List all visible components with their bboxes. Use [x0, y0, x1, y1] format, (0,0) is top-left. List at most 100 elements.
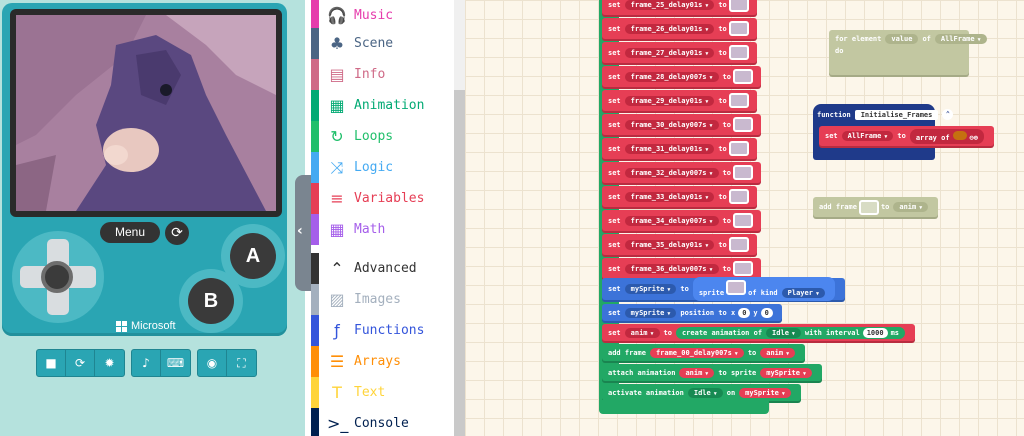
toolbox-collapse-handle[interactable]: ‹	[295, 175, 311, 291]
function-name-input[interactable]: Initialise_Frames	[854, 109, 939, 120]
toolbox-category-animation[interactable]: ▦Animation	[311, 90, 453, 121]
frame-variable-dropdown[interactable]: frame_27_delay01s▼	[624, 47, 715, 58]
toolbox-category-console[interactable]: >_Console	[311, 408, 453, 436]
allframe-dropdown[interactable]: AllFrame▼	[841, 131, 894, 141]
action-dropdown[interactable]: Idle▼	[687, 387, 723, 398]
game-screen[interactable]	[16, 15, 276, 211]
toolbox-category-loops[interactable]: ↻Loops	[311, 121, 453, 152]
action-dropdown[interactable]: Idle▼	[766, 327, 801, 338]
interval-input[interactable]: 1000	[862, 327, 888, 338]
frame-image-slot[interactable]	[728, 189, 749, 204]
stop-icon[interactable]: ■	[37, 350, 66, 376]
sound-icon[interactable]: ♪	[132, 350, 161, 376]
chevron-left-icon[interactable]: ‹	[297, 223, 303, 239]
loop-value-dropdown[interactable]: value	[885, 34, 919, 44]
set-allframe-block[interactable]: set AllFrame▼ to array of⊖⊕	[819, 126, 994, 146]
a-button[interactable]: A	[230, 233, 276, 279]
toolbox-category-arrays[interactable]: ☰Arrays	[311, 346, 453, 377]
array-item-slot[interactable]	[952, 130, 967, 140]
frame-variable-dropdown[interactable]: frame_34_delay007s▼	[624, 215, 719, 226]
b-button[interactable]: B	[188, 278, 234, 324]
activate-animation-block[interactable]: activate animation Idle▼ on mySprite▼	[602, 384, 801, 401]
restart-icon[interactable]: ⟳	[165, 221, 189, 245]
menu-button[interactable]: Menu	[100, 222, 160, 243]
sprite-image-slot[interactable]	[726, 280, 747, 295]
frame-variable-dropdown[interactable]: frame_32_delay007s▼	[624, 167, 719, 178]
frame-image-slot[interactable]	[728, 237, 749, 252]
frame-variable-dropdown[interactable]: frame_31_delay01s▼	[624, 143, 715, 154]
frame-variable-dropdown[interactable]: frame_30_delay007s▼	[624, 119, 719, 130]
frame-image-slot[interactable]	[732, 213, 753, 228]
y-input[interactable]: 0	[760, 307, 773, 318]
anim-variable[interactable]: anim▼	[679, 367, 715, 378]
variable-dropdown[interactable]: mySprite▼	[624, 284, 677, 294]
frame-image-slot[interactable]	[732, 165, 753, 180]
frame-image-slot[interactable]	[728, 141, 749, 156]
frame-variable-dropdown[interactable]: frame_26_delay01s▼	[624, 23, 715, 34]
frame-variable-dropdown[interactable]: frame_25_delay01s▼	[624, 0, 715, 10]
keyboard-icon[interactable]: ⌨	[166, 356, 185, 370]
frame-variable-dropdown[interactable]: frame_29_delay01s▼	[624, 95, 715, 106]
sprite-dropdown[interactable]: mySprite▼	[624, 307, 677, 318]
sprite-variable[interactable]: mySprite▼	[739, 387, 791, 398]
frame-variable[interactable]: frame_00_delay007s▼	[649, 347, 744, 358]
screenshot-camera-icon[interactable]: ◉	[198, 350, 227, 376]
fullscreen-icon[interactable]: ⛶	[237, 356, 246, 370]
anim-variable[interactable]: anim▼	[760, 347, 796, 358]
frame-image-slot[interactable]	[728, 45, 749, 60]
frame-image-slot[interactable]	[732, 261, 753, 276]
toolbox-category-math[interactable]: ▦Math	[311, 214, 453, 245]
x-input[interactable]: 0	[738, 307, 751, 318]
toolbox-category-variables[interactable]: ≡Variables	[311, 183, 453, 214]
add-item-icon[interactable]: ⊕	[973, 133, 978, 142]
sprite-variable[interactable]: mySprite▼	[760, 367, 812, 378]
collapse-function-icon[interactable]: ⌃	[942, 109, 954, 120]
set-position-block[interactable]: set mySprite▼ position to x 0 y 0	[602, 304, 782, 321]
toolbox-category-images[interactable]: ▨Images	[311, 284, 453, 315]
dpad[interactable]	[12, 231, 104, 323]
frame-variable-dropdown[interactable]: frame_33_delay01s▼	[624, 191, 715, 202]
frame-variable-dropdown[interactable]: frame_28_delay007s▼	[624, 71, 719, 82]
frame-image-slot[interactable]	[732, 69, 753, 84]
add-frame-block[interactable]: add frame frame_00_delay007s▼ to anim▼	[602, 344, 806, 361]
frame-image-slot[interactable]	[728, 93, 749, 108]
toolbox-category-advanced[interactable]: ⌃Advanced	[311, 253, 453, 284]
anim-variable[interactable]: anim▼	[893, 202, 929, 212]
toolbox-category-music[interactable]: 🎧Music	[311, 0, 453, 31]
restart-icon[interactable]: ⟳	[66, 350, 95, 376]
frame-image-slot[interactable]	[858, 199, 879, 215]
debug-bug-icon[interactable]: ✹	[104, 356, 115, 370]
toolbox-category-scene[interactable]: ♣Scene	[311, 28, 453, 59]
attach-animation-block[interactable]: attach animation anim▼ to sprite mySprit…	[602, 364, 822, 381]
frame-image-slot[interactable]	[728, 21, 749, 36]
toolbox-category-info[interactable]: ▤Info	[311, 59, 453, 90]
anim-var-dropdown[interactable]: anim▼	[624, 327, 660, 338]
frame-variable-dropdown[interactable]: frame_35_delay01s▼	[624, 239, 715, 250]
for-element-block[interactable]: for element value of AllFrame▼ do	[829, 30, 987, 75]
remove-item-icon[interactable]: ⊖	[969, 133, 974, 142]
frame-variable-dropdown[interactable]: frame_36_delay007s▼	[624, 263, 719, 274]
frame-image-slot[interactable]	[728, 0, 749, 12]
toolbox-scrollbar-thumb[interactable]	[454, 90, 465, 436]
frame-image-slot[interactable]	[732, 117, 753, 132]
add-frame-floating-block[interactable]: add frame to anim▼	[813, 197, 939, 217]
kind-dropdown[interactable]: Player▼	[781, 288, 825, 298]
